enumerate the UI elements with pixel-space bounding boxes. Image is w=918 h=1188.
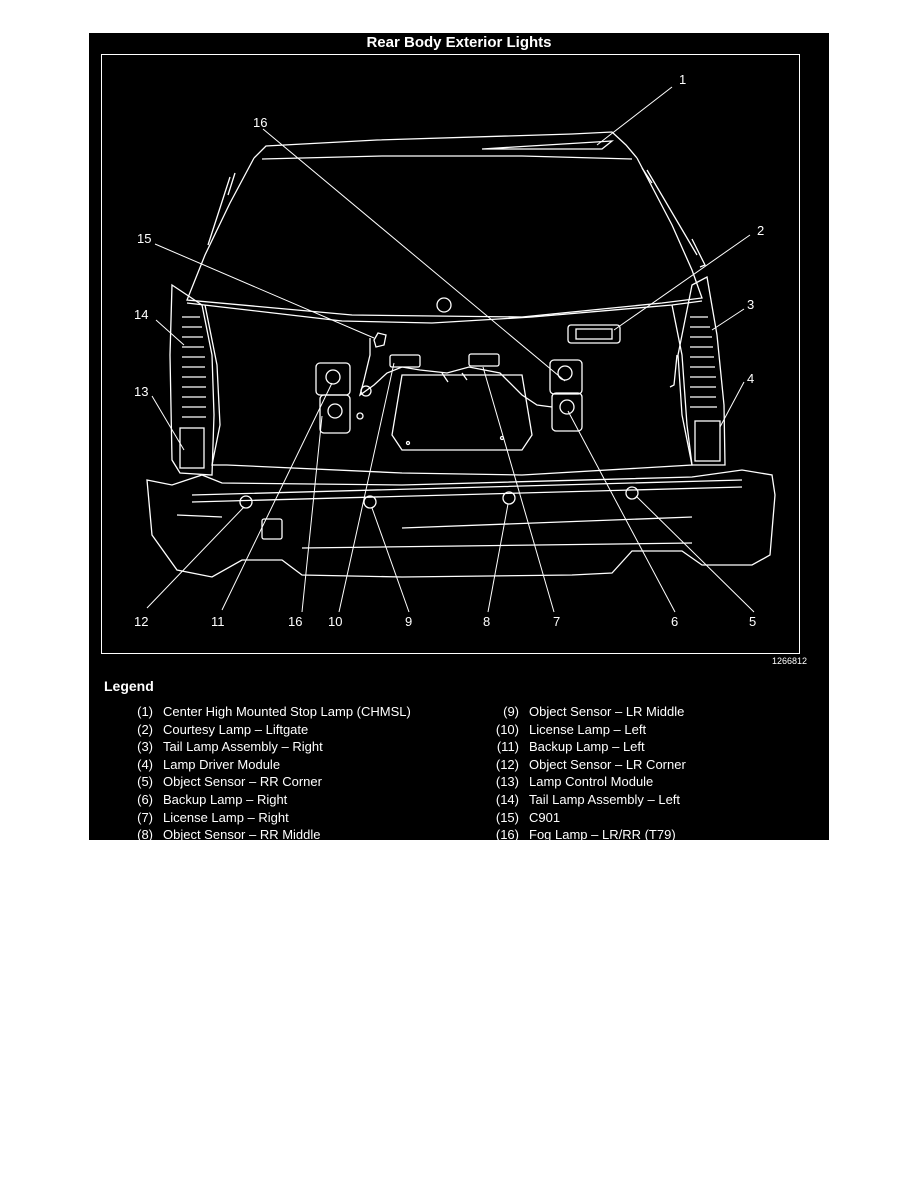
legend-item: (14)Tail Lamp Assembly – Left	[495, 791, 681, 807]
callout-12: 12	[134, 614, 148, 629]
lamp-control-module	[179, 427, 205, 469]
liftgate-emblem	[436, 297, 452, 313]
wiring-harness	[358, 332, 553, 408]
license-plate-area	[391, 374, 533, 451]
legend-right-column: (9)Object Sensor – LR Middle (10)License…	[486, 703, 686, 844]
callout-1: 1	[679, 72, 686, 87]
sensor-lr-corner	[239, 495, 253, 509]
legend-item: (4)Lamp Driver Module	[137, 756, 281, 772]
sensor-lr-middle	[363, 495, 377, 509]
legend-item: (11)Backup Lamp – Left	[496, 739, 645, 755]
legend-item: (7)License Lamp – Right	[137, 809, 289, 825]
right-tail-lamp	[677, 276, 726, 466]
callout-14: 14	[134, 307, 148, 322]
callout-16-top: 16	[253, 115, 267, 130]
legend-item: (15)C901	[495, 809, 561, 825]
lamp-driver-module	[694, 420, 721, 462]
legend-item: (10)License Lamp – Left	[495, 721, 647, 737]
rear-window	[186, 157, 703, 318]
callout-11: 11	[211, 614, 225, 629]
legend-item: (5)Object Sensor – RR Corner	[137, 774, 322, 790]
courtesy-lamp	[567, 324, 621, 344]
chmsl-lamp	[481, 140, 615, 150]
callout-10: 10	[328, 614, 342, 629]
legend-left-column: (1)Center High Mounted Stop Lamp (CHMSL)…	[129, 703, 411, 844]
legend-item: (2)Courtesy Lamp – Liftgate	[137, 721, 309, 737]
callout-5: 5	[749, 614, 756, 629]
rear-bumper	[146, 469, 776, 578]
vehicle-drawing: 1 2 3 4 5 6 7 8 9 10 11 12 13 14 15 16 1…	[134, 72, 776, 629]
callout-9: 9	[405, 614, 412, 629]
sensor-rr-corner	[625, 486, 639, 500]
liftgate	[204, 304, 693, 476]
legend-item: (3)Tail Lamp Assembly – Right	[137, 739, 323, 755]
left-backup-lamp	[315, 362, 351, 396]
callout-3: 3	[747, 297, 754, 312]
diagram-panel: Rear Body Exterior Lights	[89, 33, 829, 842]
callout-13: 13	[134, 384, 148, 399]
trailer-connector	[261, 518, 283, 540]
vehicle-rear-illustration: 1 2 3 4 5 6 7 8 9 10 11 12 13 14 15 16 1…	[101, 54, 800, 654]
callout-2: 2	[757, 223, 764, 238]
callout-6: 6	[671, 614, 678, 629]
legend-item: (9)Object Sensor – LR Middle	[503, 704, 685, 719]
legend-item: (13)Lamp Control Module	[495, 774, 654, 790]
right-backup-lamp	[549, 359, 583, 395]
roof-spoiler	[253, 131, 638, 159]
legend-item: (16)Fog Lamp – LR/RR (T79)	[495, 827, 676, 843]
callout-15: 15	[137, 231, 151, 246]
legend-item: (8)Object Sensor – RR Middle	[137, 827, 321, 843]
callout-8: 8	[483, 614, 490, 629]
sensor-rr-middle	[502, 491, 516, 505]
callout-16-bottom: 16	[288, 614, 302, 629]
right-fog-lamp	[551, 392, 583, 432]
legend-item: (1)Center High Mounted Stop Lamp (CHMSL)	[137, 704, 411, 719]
legend-item: (12)Object Sensor – LR Corner	[495, 756, 686, 772]
legend-item: (6)Backup Lamp – Right	[137, 791, 288, 807]
diagram-title: Rear Body Exterior Lights	[366, 34, 552, 51]
left-tail-lamp	[169, 283, 215, 476]
left-fog-lamp	[319, 394, 351, 434]
figure-id: 1266812	[771, 656, 807, 666]
callout-7: 7	[553, 614, 560, 629]
left-license-lamp	[389, 354, 421, 368]
callout-4: 4	[747, 371, 754, 386]
legend-heading: Legend	[104, 678, 154, 694]
callout-leaders	[146, 86, 755, 613]
right-license-lamp	[468, 353, 500, 367]
callout-numbers: 1 2 3 4 5 6 7 8 9 10 11 12 13 14 15 16 1…	[134, 72, 764, 629]
